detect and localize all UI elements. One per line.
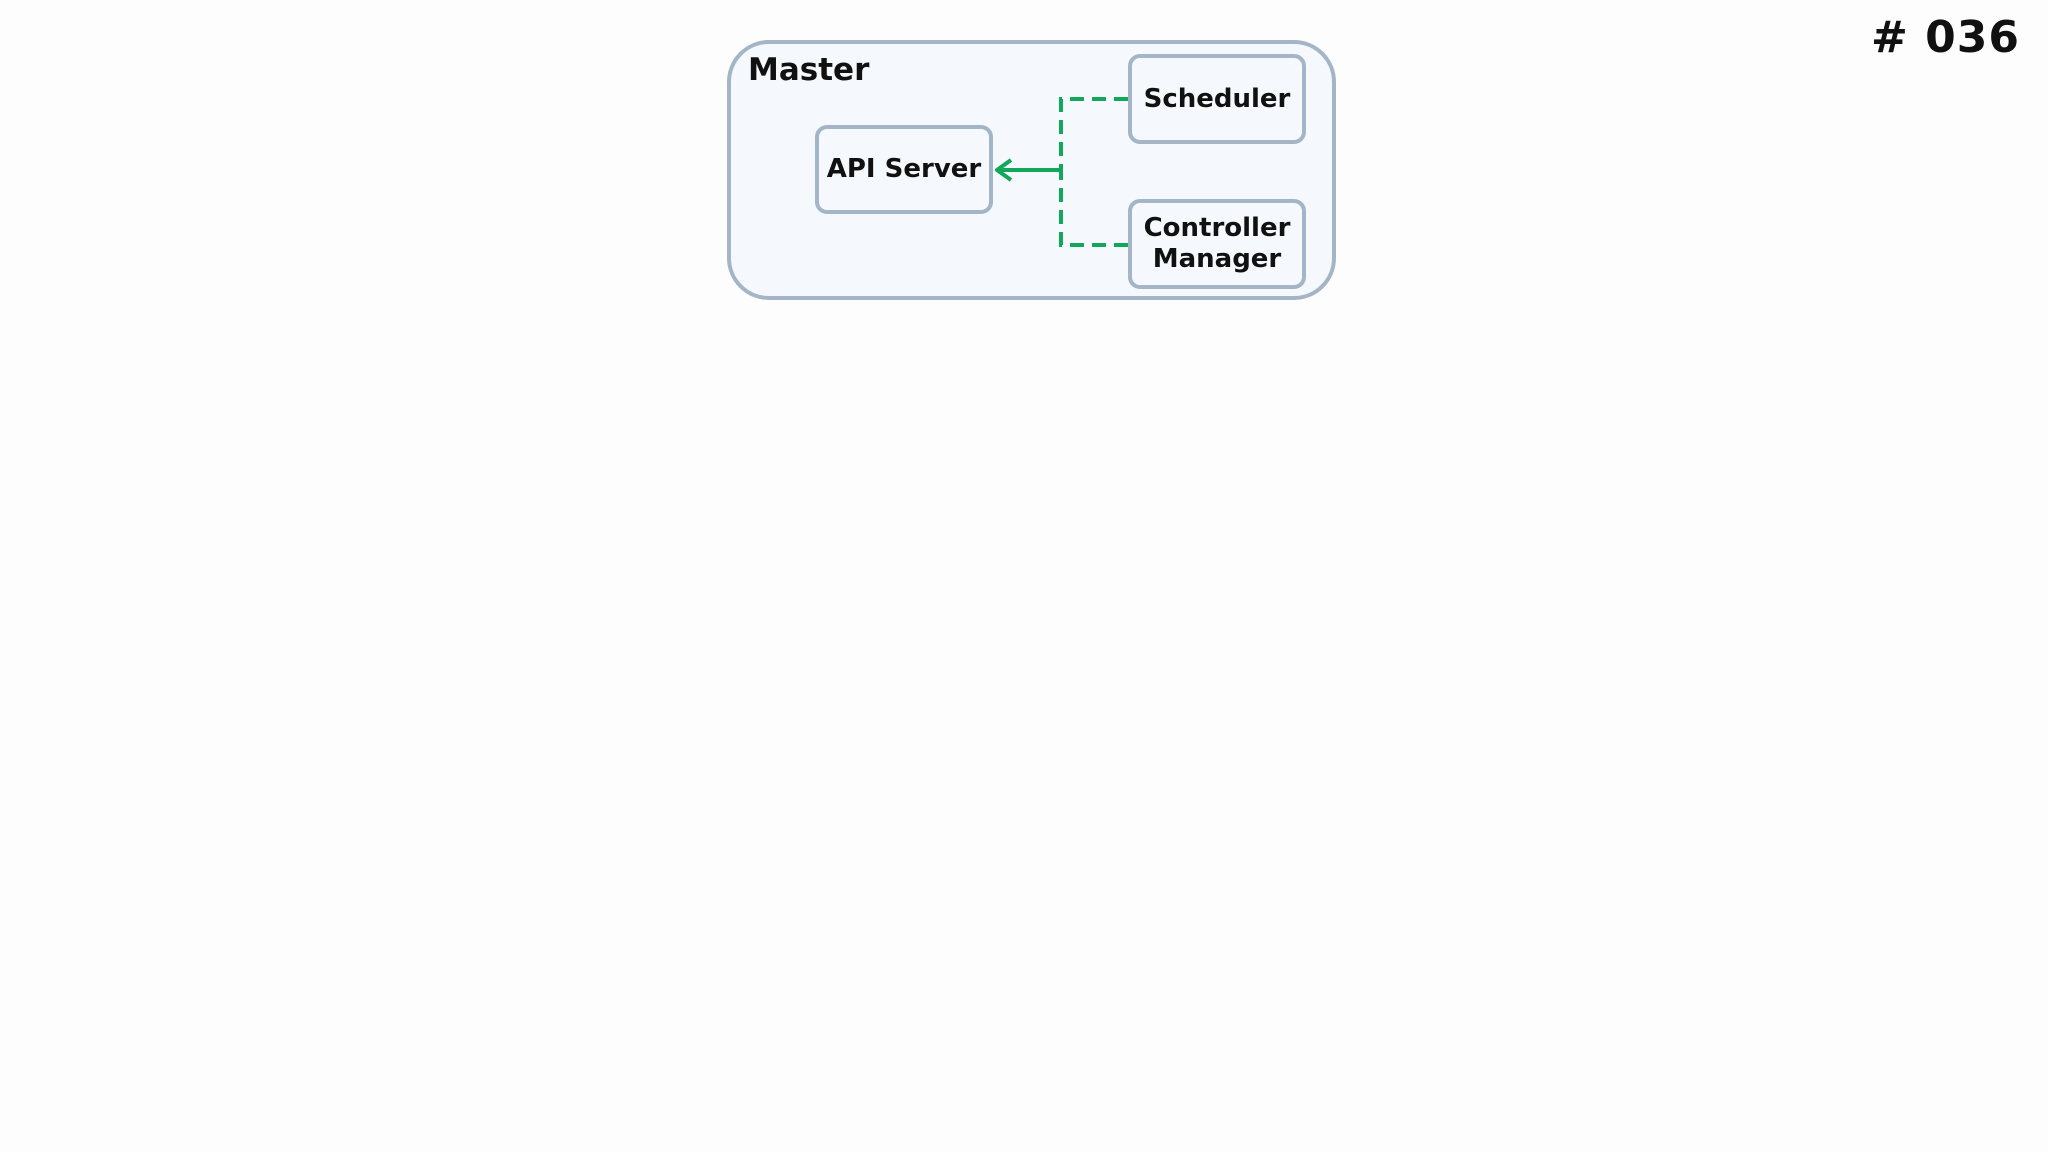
slide-number: # 036: [1870, 12, 2020, 63]
controller-manager-label: Controller Manager: [1143, 213, 1291, 274]
controller-manager-node: Controller Manager: [1128, 199, 1306, 289]
scheduler-label: Scheduler: [1143, 83, 1291, 114]
api-server-node: API Server: [815, 125, 993, 214]
api-server-label: API Server: [826, 154, 982, 185]
master-label: Master: [748, 52, 870, 88]
scheduler-node: Scheduler: [1128, 54, 1306, 144]
